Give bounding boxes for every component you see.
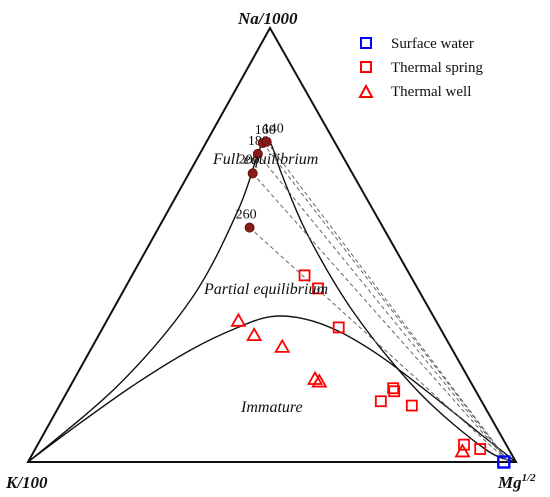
legend-marker-surface-water [360, 37, 372, 49]
thermal-spring-marker-9 [387, 382, 400, 395]
equilibrium-point-260 [244, 222, 255, 233]
vertex-label-k: K/100 [5, 473, 48, 492]
legend-label-surface-water: Surface water [391, 36, 474, 52]
legend-label-thermal-well: Thermal well [391, 84, 471, 100]
equilibrium-temperature-points: 260200180160140 [236, 122, 284, 233]
equilibrium-point-180 [252, 148, 263, 159]
thermal-spring-marker-7 [458, 438, 470, 451]
legend-label-thermal-spring: Thermal spring [391, 60, 484, 76]
thermal-spring-marker-1 [298, 269, 311, 282]
equilibrium-point-200 [247, 168, 258, 179]
immature-curve [27, 315, 517, 463]
thermal-spring-marker-4 [374, 395, 387, 408]
vertex-label-mg: Mg1/2 [497, 472, 536, 492]
thermal-well-marker-6 [454, 443, 471, 458]
temperature-label-160: 160 [255, 123, 276, 138]
equilibrium-point-140 [261, 136, 272, 147]
thermal-spring-marker-5 [388, 385, 401, 398]
legend-marker-thermal-well [358, 83, 374, 98]
thermal-well-marker-5 [311, 373, 328, 388]
thermal-well-marker-1 [230, 312, 247, 327]
region-label-partial-equilibrium: Partial equilibrium [203, 281, 328, 298]
vertex-label-mg-sup: 1/2 [522, 472, 537, 484]
equilibrium-curves [27, 137, 517, 463]
surface-water-marker-1 [497, 455, 511, 469]
temperature-label-140: 140 [263, 122, 284, 137]
sample-markers [230, 269, 511, 469]
tie-line-200 [252, 173, 510, 463]
triangle-frame [26, 25, 518, 463]
tie-lines [249, 141, 510, 463]
thermal-spring-marker-3 [332, 321, 345, 334]
full-equilibrium-curve [27, 137, 517, 463]
vertex-label-na: Na/1000 [237, 9, 298, 28]
thermal-well-marker-3 [274, 338, 291, 353]
temperature-label-260: 260 [236, 208, 257, 223]
vertex-label-mg-base: Mg [497, 473, 522, 492]
tie-line-140 [266, 141, 510, 463]
legend: Surface water Thermal spring Thermal wel… [358, 36, 484, 100]
thermal-well-marker-2 [246, 326, 263, 342]
thermal-spring-marker-2 [312, 282, 324, 295]
region-label-immature: Immature [240, 399, 303, 416]
thermal-spring-marker-6 [405, 399, 418, 412]
tie-line-260 [249, 227, 510, 463]
region-label-full-equilibrium: Full equilibrium [212, 151, 318, 168]
thermal-spring-marker-8 [474, 443, 487, 455]
tie-line-180 [257, 153, 510, 463]
triangle-outline [26, 25, 518, 463]
legend-marker-thermal-spring [360, 61, 372, 73]
